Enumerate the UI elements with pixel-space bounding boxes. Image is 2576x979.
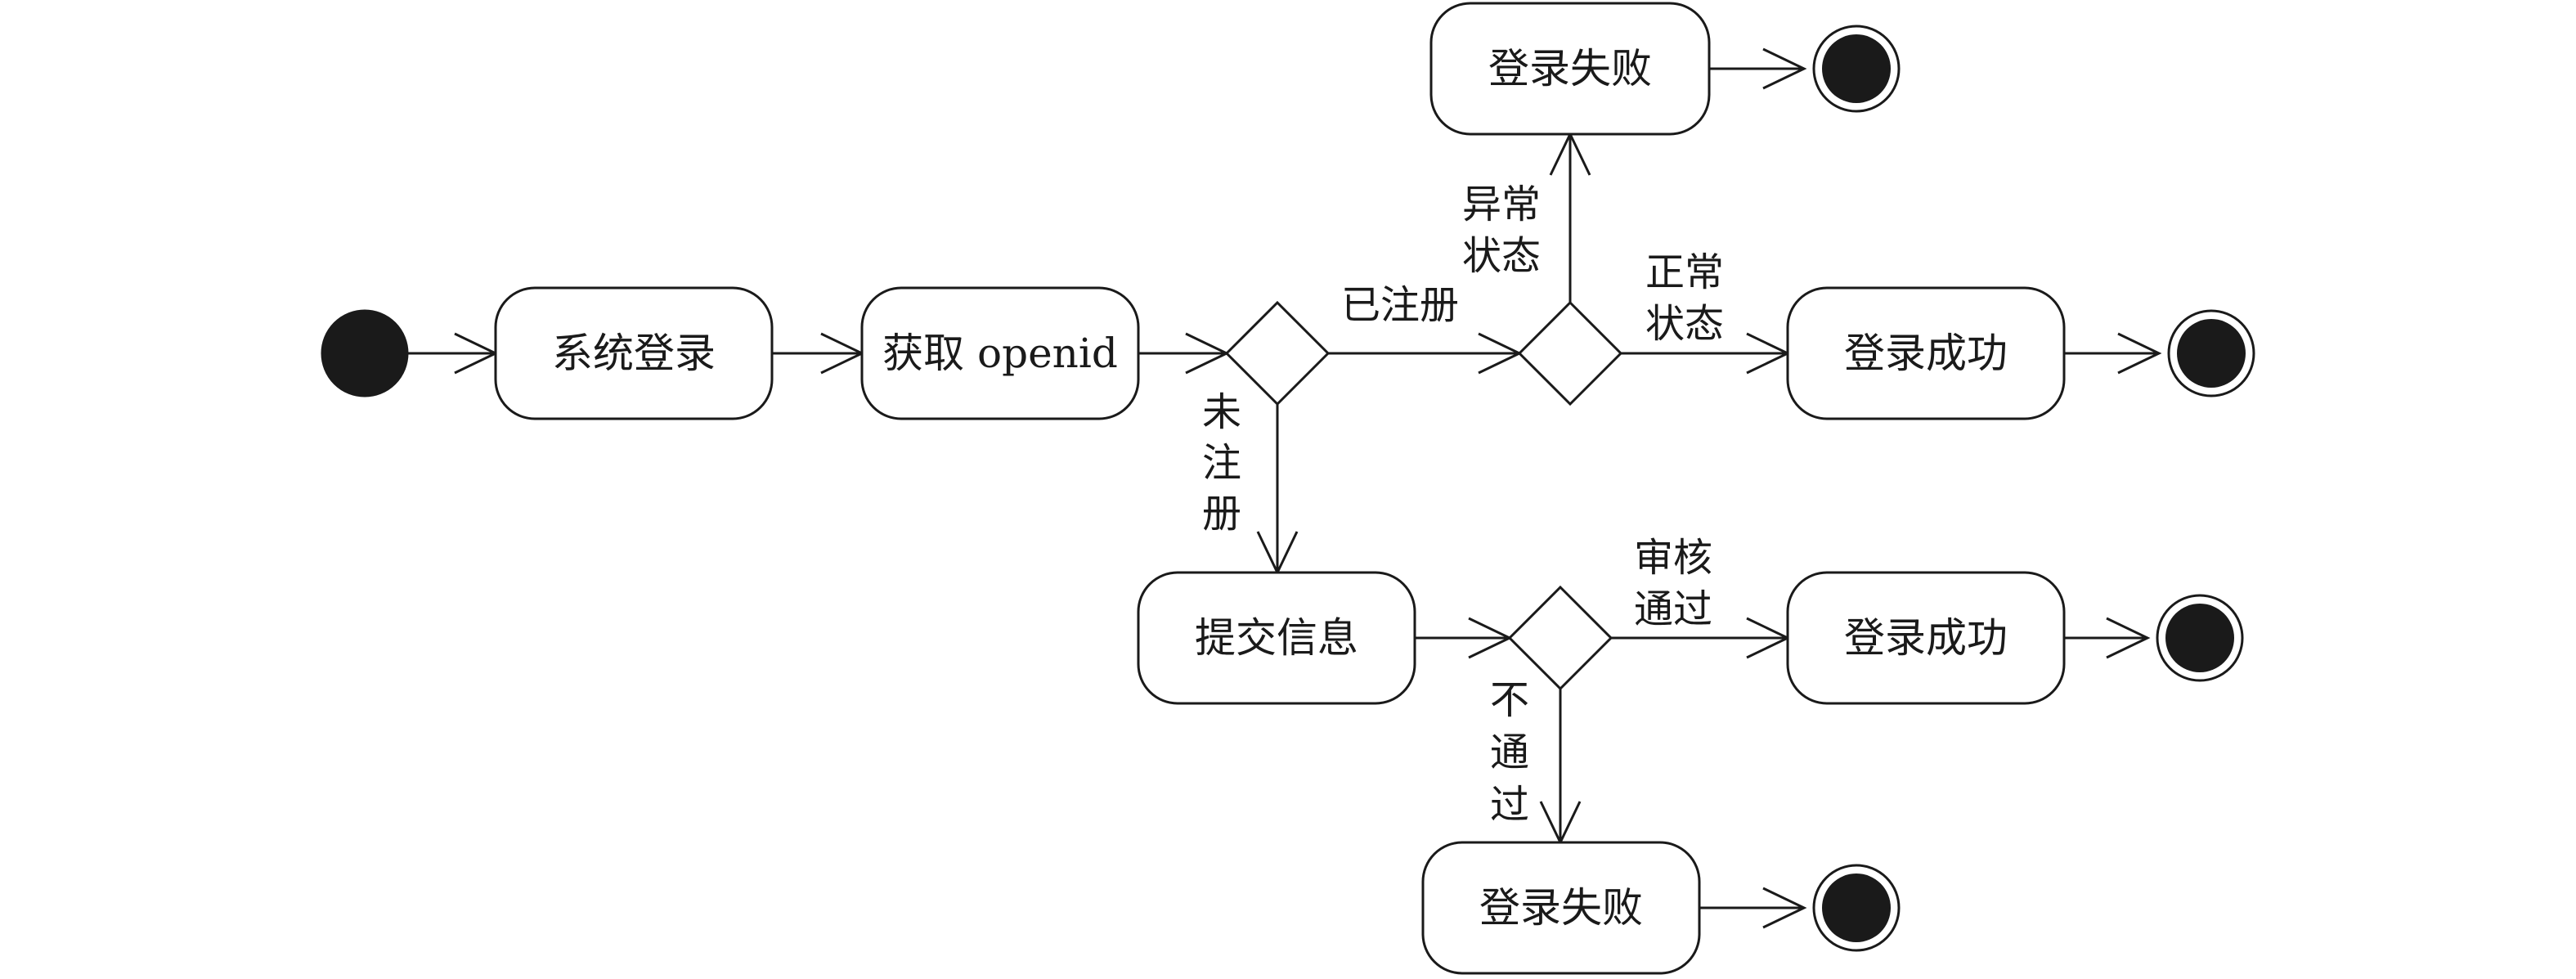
label-not-pass-char-2: 通 xyxy=(1490,730,1529,775)
edge-submit-info-to-decision-review xyxy=(1415,617,1513,659)
label-not-pass-char-3: 过 xyxy=(1490,782,1529,828)
decision-review xyxy=(1507,585,1613,691)
label-review-pass-line-1: 审核 xyxy=(1634,535,1712,581)
edge-unregistered xyxy=(1256,404,1299,576)
label-unregistered-char-3: 册 xyxy=(1202,491,1241,537)
edge-login-fail-bottom-to-end xyxy=(1699,887,1807,929)
edge-abnormal-state xyxy=(1549,131,1591,303)
label-abnormal-state-line-1: 异常 xyxy=(1462,182,1541,227)
node-login-success-low: 登录成功 xyxy=(1786,571,2066,705)
label-abnormal-state-line-2: 状态 xyxy=(1462,233,1541,279)
label-unregistered-char-1: 未 xyxy=(1202,389,1241,435)
node-system-login: 系统登录 xyxy=(494,286,774,420)
label-unregistered-char-2: 注 xyxy=(1202,440,1241,486)
node-login-success-mid-label: 登录成功 xyxy=(1844,330,2008,377)
node-login-fail-top: 登录失败 xyxy=(1429,2,1711,136)
decision-account-state xyxy=(1517,300,1623,406)
end-node-login-success-mid xyxy=(2167,309,2255,397)
edge-system-login-to-get-openid xyxy=(772,332,865,375)
label-normal-state-line-2: 状态 xyxy=(1645,301,1724,347)
node-login-fail-top-label: 登录失败 xyxy=(1488,45,1652,92)
node-login-success-mid: 登录成功 xyxy=(1786,286,2066,420)
edge-start-to-system-login xyxy=(407,332,499,375)
node-submit-info: 提交信息 xyxy=(1137,571,1416,705)
node-get-openid-label: 获取 openid xyxy=(882,330,1118,377)
node-get-openid: 获取 openid xyxy=(860,286,1140,420)
node-submit-info-label: 提交信息 xyxy=(1195,614,1358,662)
node-system-login-label: 系统登录 xyxy=(552,330,716,377)
label-normal-state-line-1: 正常 xyxy=(1645,249,1724,295)
decision-registration xyxy=(1224,300,1331,406)
edge-login-success-mid-to-end xyxy=(2064,332,2162,375)
label-not-pass-char-1: 不 xyxy=(1490,677,1529,723)
end-node-login-fail-bottom xyxy=(1812,864,1901,952)
start-node xyxy=(321,309,409,397)
edge-login-success-low-to-end xyxy=(2064,617,2151,659)
edge-registered xyxy=(1328,332,1523,375)
end-node-login-success-low xyxy=(2156,594,2244,682)
edge-login-fail-top-to-end xyxy=(1709,47,1807,90)
label-registered: 已注册 xyxy=(1341,282,1459,328)
node-login-fail-bottom-label: 登录失败 xyxy=(1479,884,1643,932)
end-node-login-fail-top xyxy=(1812,25,1901,113)
label-review-pass-line-2: 通过 xyxy=(1634,586,1712,632)
edge-get-openid-to-decision-registration xyxy=(1138,332,1230,375)
node-login-fail-bottom: 登录失败 xyxy=(1421,841,1701,975)
node-login-success-low-label: 登录成功 xyxy=(1844,614,2008,662)
edge-not-pass xyxy=(1539,689,1582,846)
